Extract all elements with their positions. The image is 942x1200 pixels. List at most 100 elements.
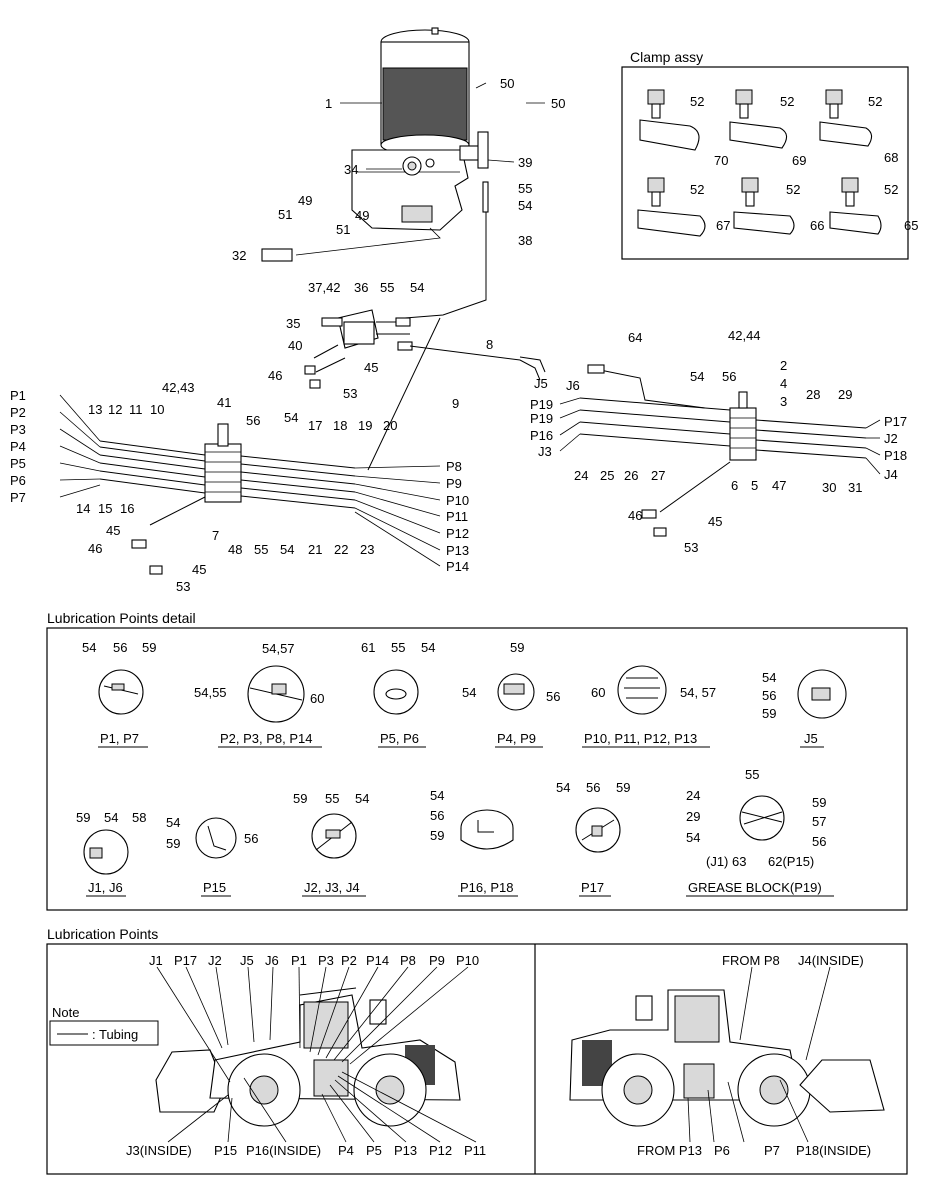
callout: 55 — [380, 280, 394, 295]
callout: J2 — [884, 431, 898, 446]
detail-caption: P17 — [581, 880, 604, 895]
left-leaders — [156, 966, 477, 1143]
callout: 66 — [810, 218, 824, 233]
callout: 69 — [792, 153, 806, 168]
callout: 46 — [88, 541, 102, 556]
callout: P11 — [446, 509, 468, 524]
callout: P1 — [10, 388, 26, 403]
callout: P7 — [10, 490, 26, 505]
clamp-item: 52 69 — [729, 89, 806, 168]
callout: 55 — [518, 181, 532, 196]
detail-p1-p7: 54 56 59 P1, P7 — [82, 640, 156, 748]
callout: 59 — [812, 795, 826, 810]
callout: 60 — [310, 691, 324, 706]
left-top-labels: J1 P17 J2 J5 J6 P1 P3 P2 P14 P8 P9 P10 — [149, 953, 479, 968]
right-bottom-labels: FROM P13 P6 P7 P18(INSIDE) — [637, 1143, 871, 1158]
callout: 54 — [104, 810, 118, 825]
point-label: FROM P8 — [722, 953, 780, 968]
detail-p10-p13: 60 54, 57 P10, P11, P12, P13 — [582, 665, 716, 748]
lubrication-points-panel: Lubrication Points Note : Tubing — [46, 926, 908, 1175]
callout: 54 — [518, 198, 532, 213]
detail-caption: P16, P18 — [460, 880, 514, 895]
callout: 51 — [278, 207, 292, 222]
callout: 7 — [212, 528, 219, 543]
callout: 54 — [82, 640, 96, 655]
callout: 9 — [452, 396, 459, 411]
callout: 54,57 — [262, 641, 295, 656]
callout: J5 — [534, 376, 548, 391]
callout: 55 — [254, 542, 268, 557]
callout: 54 — [430, 788, 444, 803]
callout: 30 — [822, 480, 836, 495]
point-label: P2 — [341, 953, 357, 968]
callout: 40 — [288, 338, 302, 353]
detail-p5-p6: 61 55 54 P5, P6 — [361, 640, 435, 748]
assembly-callouts: 1 50 50 34 39 55 54 38 49 51 49 51 32 37… — [10, 76, 907, 594]
callout: 53 — [684, 540, 698, 555]
callout: 57 — [812, 814, 826, 829]
callout: 2 — [780, 358, 787, 373]
detail-title: Lubrication Points detail — [47, 610, 196, 626]
callout: 13 — [88, 402, 102, 417]
detail-caption: J2, J3, J4 — [304, 880, 360, 895]
point-label: P1 — [291, 953, 307, 968]
callout: 54 — [280, 542, 294, 557]
callout: 59 — [616, 780, 630, 795]
callout: 67 — [716, 218, 730, 233]
callout: 56 — [430, 808, 444, 823]
detail-caption: P10, P11, P12, P13 — [584, 731, 697, 746]
callout: P3 — [10, 422, 26, 437]
point-label: P12 — [429, 1143, 452, 1158]
callout: 8 — [486, 337, 493, 352]
detail-caption: J5 — [804, 731, 818, 746]
detail-caption: P1, P7 — [100, 731, 139, 746]
callout: 52 — [868, 94, 882, 109]
callout: 59 — [510, 640, 524, 655]
callout: 56 — [762, 688, 776, 703]
point-label: J1 — [149, 953, 163, 968]
callout: 25 — [600, 468, 614, 483]
detail-j5: 54 56 59 J5 — [762, 669, 847, 748]
point-label: P13 — [394, 1143, 417, 1158]
point-label: J2 — [208, 953, 222, 968]
callout: 27 — [651, 468, 665, 483]
detail-p16-p18: 54 56 59 P16, P18 — [430, 788, 518, 897]
callout: 54 — [421, 640, 435, 655]
callout: 56 — [546, 689, 560, 704]
callout: 52 — [690, 94, 704, 109]
callout: 6 — [731, 478, 738, 493]
callout: 46 — [628, 508, 642, 523]
points-title: Lubrication Points — [47, 926, 158, 942]
note-text: : Tubing — [92, 1027, 138, 1042]
callout: P5 — [10, 456, 26, 471]
detail-caption: J1, J6 — [88, 880, 123, 895]
callout: 56 — [586, 780, 600, 795]
callout: 20 — [383, 418, 397, 433]
callout: 5 — [751, 478, 758, 493]
callout: 68 — [884, 150, 898, 165]
callout: P8 — [446, 459, 462, 474]
callout: J4 — [884, 467, 898, 482]
callout: 50 — [551, 96, 565, 111]
wheel-loader-left-view — [155, 987, 461, 1127]
left-divider-block — [99, 423, 356, 575]
callout: 29 — [838, 387, 852, 402]
callout: 70 — [714, 153, 728, 168]
point-label: P17 — [174, 953, 197, 968]
clamp-item: 52 70 — [639, 89, 728, 168]
point-label: J6 — [265, 953, 279, 968]
callout: 59 — [76, 810, 90, 825]
point-label: J5 — [240, 953, 254, 968]
callout: 15 — [98, 501, 112, 516]
callout: 32 — [232, 248, 246, 263]
detail-caption: GREASE BLOCK(P19) — [688, 880, 822, 895]
callout: 34 — [344, 162, 358, 177]
point-label: P5 — [366, 1143, 382, 1158]
callout: 46 — [268, 368, 282, 383]
callout: 49 — [298, 193, 312, 208]
callout: 47 — [772, 478, 786, 493]
right-leaders — [687, 966, 831, 1143]
callout: P19 — [530, 397, 553, 412]
callout: P6 — [10, 473, 26, 488]
